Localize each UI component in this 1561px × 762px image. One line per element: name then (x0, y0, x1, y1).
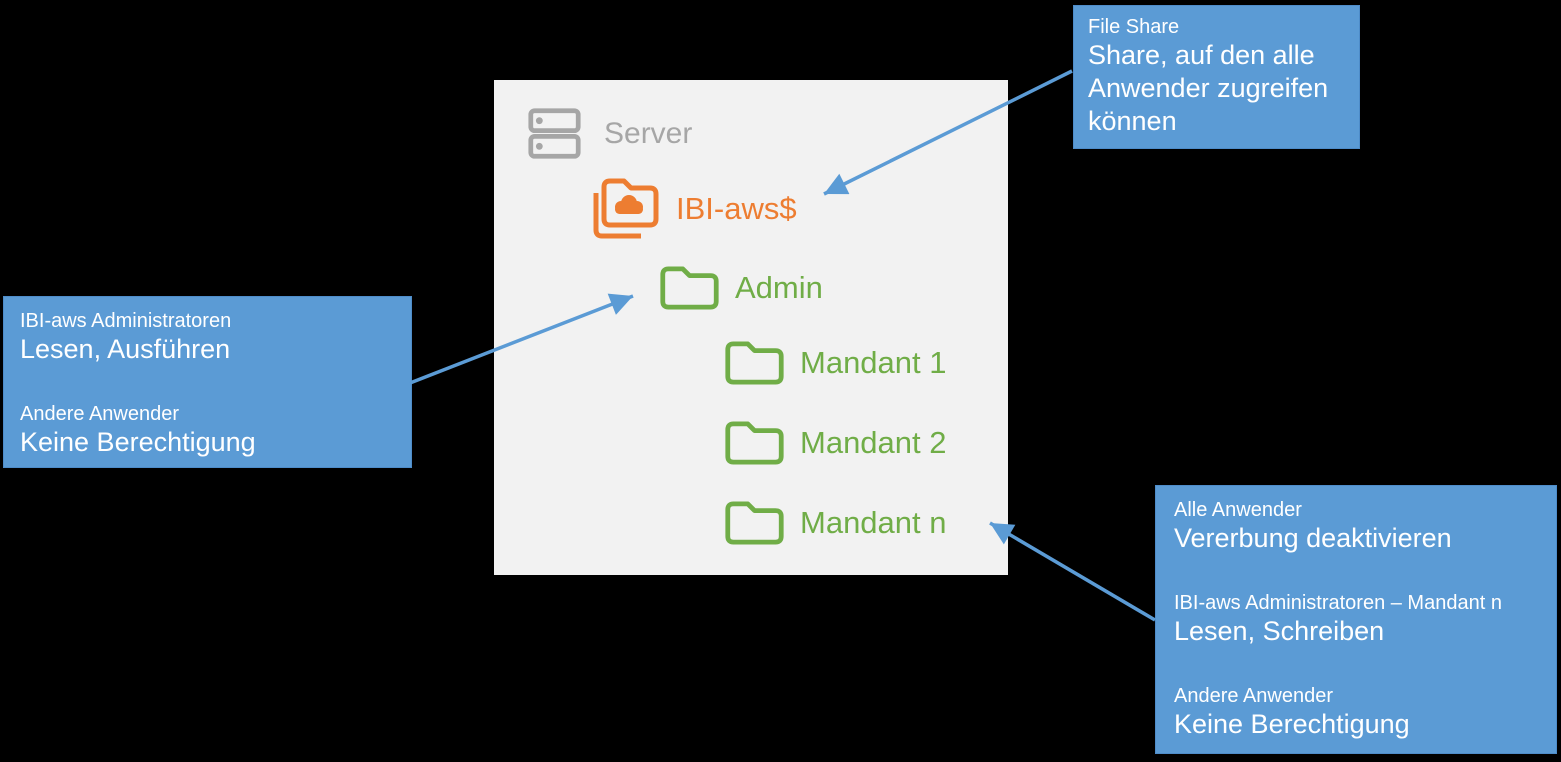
callout-title: IBI-aws Administratoren – Mandant n (1174, 592, 1502, 614)
share-label: IBI-aws$ (676, 190, 797, 226)
tree-item-mandant-2: Mandant 2 (723, 418, 947, 468)
callout-body: Share, auf den alle Anwender zugreifen k… (1088, 40, 1329, 136)
tree-item-mandant-n: Mandant n (723, 498, 947, 548)
server-label: Server (604, 117, 693, 150)
callout-permission: Vererbung deaktivieren (1174, 523, 1452, 553)
folder-icon (725, 501, 784, 545)
server-panel: Server IBI-aws$ Admin (494, 80, 1008, 575)
folder-icon (725, 341, 784, 385)
tree-item-mandant-1: Mandant 1 (723, 338, 947, 388)
folder-icon (660, 266, 719, 310)
callout-title: IBI-aws Administratoren (20, 310, 232, 332)
callout-group: Andere Anwender Keine Berechtigung (1174, 684, 1538, 741)
callout-title: Andere Anwender (1174, 685, 1334, 707)
callout-title: File Share (1088, 16, 1180, 38)
callout-title: Alle Anwender (1174, 499, 1302, 521)
tree-item-server: Server (527, 106, 692, 161)
callout-group: IBI-aws Administratoren – Mandant n Lese… (1174, 591, 1538, 648)
callout-permission: Keine Berechtigung (20, 427, 256, 457)
mandant-n-label: Mandant n (800, 504, 947, 540)
callout-group: IBI-aws Administratoren Lesen, Ausführen (20, 309, 395, 366)
callout-file-share: File Share Share, auf den alle Anwender … (1073, 5, 1360, 149)
callout-admin-permissions: IBI-aws Administratoren Lesen, Ausführen… (3, 296, 412, 468)
cloud-glyph (615, 195, 643, 214)
callout-permission: Keine Berechtigung (1174, 709, 1410, 739)
mandant-1-label: Mandant 1 (800, 344, 947, 380)
tree-item-ibi-aws-share: IBI-aws$ (588, 176, 797, 242)
arrow-mandant-n (989, 521, 1156, 622)
callout-title: Andere Anwender (20, 403, 180, 425)
shared-cloud-folder-icon (593, 178, 659, 239)
tree-item-admin: Admin (658, 263, 823, 313)
server-icon (528, 108, 581, 159)
callout-mandant-permissions: Alle Anwender Vererbung deaktivieren IBI… (1155, 485, 1557, 754)
callout-group: Alle Anwender Vererbung deaktivieren (1174, 498, 1538, 555)
callout-group: Andere Anwender Keine Berechtigung (20, 402, 395, 459)
folder-icon (725, 421, 784, 465)
callout-permission: Lesen, Schreiben (1174, 616, 1385, 646)
callout-permission: Lesen, Ausführen (20, 334, 231, 364)
admin-label: Admin (735, 269, 823, 305)
callout-group: File Share Share, auf den alle Anwender … (1088, 15, 1345, 138)
mandant-2-label: Mandant 2 (800, 424, 947, 460)
